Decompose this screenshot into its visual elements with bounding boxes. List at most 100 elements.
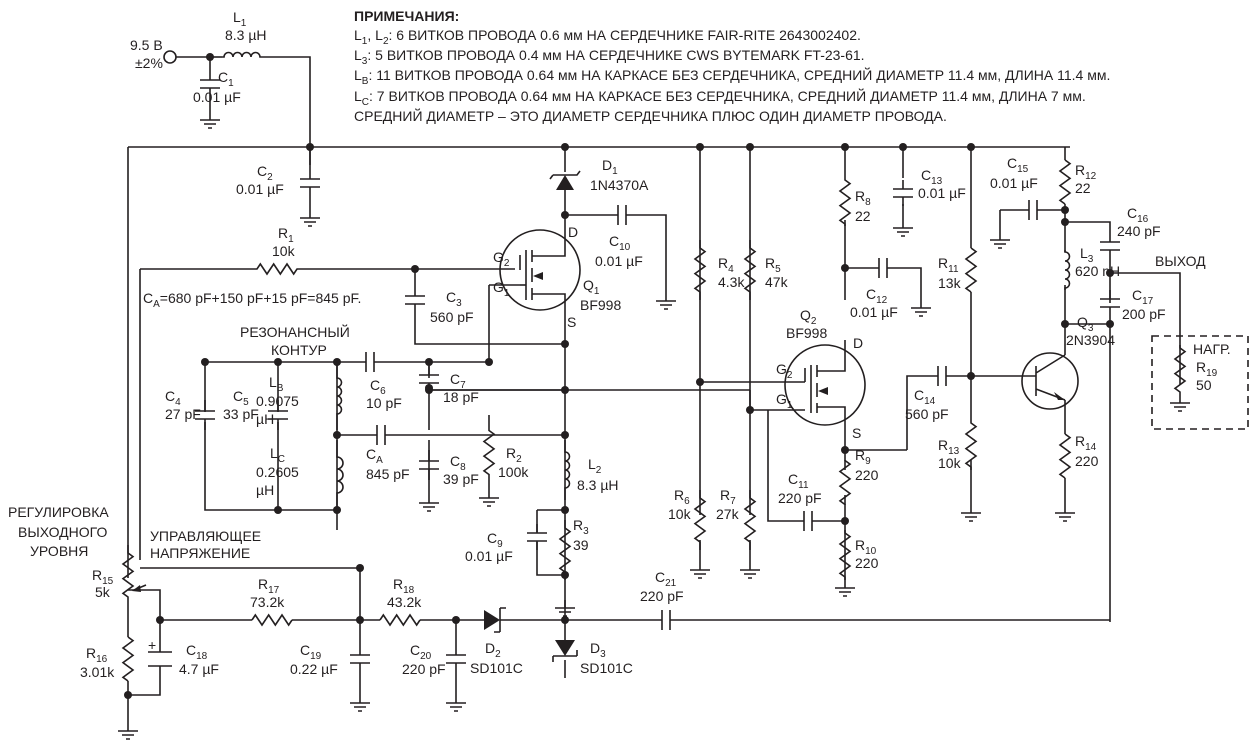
junction-dot bbox=[967, 372, 975, 380]
label-c13: C13 bbox=[921, 167, 943, 187]
junction-dot bbox=[841, 264, 849, 272]
value-c5: 33 pF bbox=[223, 406, 259, 422]
label-l1: L1 bbox=[233, 9, 247, 29]
junction-dot bbox=[561, 386, 569, 394]
capacitor-symbol bbox=[195, 400, 215, 430]
wire bbox=[128, 666, 161, 696]
label-r19: R19 bbox=[1196, 359, 1218, 379]
q1-pin-s: S bbox=[567, 314, 576, 330]
junction-dot bbox=[411, 265, 419, 273]
c18-plates bbox=[148, 651, 172, 667]
wire bbox=[536, 542, 565, 576]
junction-dot bbox=[1061, 206, 1069, 214]
resonant-label-1: РЕЗОНАНСНЫЙ bbox=[240, 323, 350, 340]
label-r7: R7 bbox=[720, 487, 736, 507]
label-r11: R11 bbox=[938, 255, 959, 275]
capacitor-symbol bbox=[300, 170, 320, 196]
junction-dot bbox=[425, 384, 433, 392]
capacitor-symbol bbox=[368, 425, 394, 445]
junction-dot bbox=[696, 143, 704, 151]
resonant-label-2: КОНТУР bbox=[271, 342, 327, 358]
inductor-symbol bbox=[1064, 250, 1071, 290]
value-c13: 0.01 µF bbox=[918, 185, 966, 201]
label-r10: R10 bbox=[855, 537, 877, 557]
value-c18: 4.7 µF bbox=[179, 661, 219, 677]
value-c12: 0.01 µF bbox=[850, 304, 898, 320]
note-line-4: LC: 7 ВИТКОВ ПРОВОДА 0.64 мм НА КАРКАСЕ … bbox=[354, 87, 1086, 108]
value-r11: 13k bbox=[938, 275, 962, 291]
ground-symbol bbox=[961, 505, 981, 522]
value-r6: 10k bbox=[668, 506, 692, 522]
q1-pin-d: D bbox=[568, 224, 578, 240]
value-c16: 240 pF bbox=[1117, 223, 1161, 239]
capacitor-symbol bbox=[350, 652, 370, 666]
label-r3: R3 bbox=[573, 517, 589, 537]
value-lc: 0.2605 bbox=[256, 464, 299, 480]
value-c17: 200 pF bbox=[1122, 306, 1166, 322]
value-c9: 0.01 µF bbox=[465, 548, 513, 564]
supply-terminal bbox=[163, 50, 177, 64]
q1-pin-g2: G2 bbox=[493, 249, 510, 269]
junction-dot bbox=[1061, 320, 1069, 328]
value-d1: 1N4370A bbox=[590, 177, 649, 193]
control-label-2: НАПРЯЖЕНИЕ bbox=[150, 545, 250, 561]
ground-symbol bbox=[690, 562, 710, 579]
capacitor-symbol bbox=[268, 400, 288, 430]
label-l3: L3 bbox=[1080, 245, 1094, 265]
value-q3: 2N3904 bbox=[1066, 332, 1115, 348]
label-c12: C12 bbox=[866, 286, 888, 306]
ground-symbol bbox=[446, 695, 466, 712]
capacitor-symbol bbox=[893, 180, 913, 206]
value-c1: 0.01 µF bbox=[193, 89, 241, 105]
inductor-symbol bbox=[564, 440, 571, 500]
junction-dot bbox=[274, 358, 282, 366]
q2-pin-d: D bbox=[853, 335, 863, 351]
resistor-symbol bbox=[743, 240, 757, 300]
junction-dot bbox=[274, 506, 282, 514]
ground-symbol bbox=[118, 723, 138, 740]
value-c10: 0.01 µF bbox=[595, 253, 643, 269]
wire bbox=[414, 306, 565, 345]
label-r2: R2 bbox=[506, 445, 522, 465]
value-r9: 220 bbox=[855, 467, 879, 483]
value-l3: 620 nH bbox=[1075, 263, 1120, 279]
label-r14: R14 bbox=[1075, 433, 1097, 453]
value-c3: 560 pF bbox=[430, 309, 474, 325]
value-d2: SD101C bbox=[470, 660, 523, 676]
label-l2: L2 bbox=[588, 456, 602, 476]
value-r14: 220 bbox=[1075, 453, 1099, 469]
wire bbox=[1110, 272, 1181, 385]
label-r1: R1 bbox=[278, 225, 294, 245]
capacitor-symbol bbox=[1100, 233, 1120, 259]
label-c3: C3 bbox=[446, 289, 462, 309]
capacitor-symbol bbox=[795, 511, 821, 531]
wire bbox=[1065, 221, 1111, 233]
value-r19: 50 bbox=[1196, 377, 1212, 393]
resistor-symbol bbox=[693, 240, 707, 300]
value-r7: 27k bbox=[716, 506, 740, 522]
q2-pin-g1: G1 bbox=[776, 391, 793, 411]
wire bbox=[906, 375, 929, 450]
label-r12: R12 bbox=[1075, 162, 1097, 182]
note-line-2: L3: 5 ВИТКОВ ПРОВОДА 0.4 мм НА СЕРДЕЧНИК… bbox=[354, 47, 865, 67]
q1-pin-g1: G1 bbox=[493, 279, 510, 299]
value-ca: 845 pF bbox=[366, 466, 410, 482]
value-r12: 22 bbox=[1075, 180, 1091, 196]
notes-title: ПРИМЕЧАНИЯ: bbox=[354, 8, 459, 24]
q3-bjt bbox=[1030, 354, 1066, 401]
ground-symbol bbox=[1170, 395, 1190, 412]
junction-dots bbox=[124, 53, 1114, 699]
value-c15: 0.01 µF bbox=[990, 175, 1038, 191]
value-c14: 560 pF bbox=[905, 406, 949, 422]
value-r13: 10k bbox=[938, 455, 962, 471]
label-c16: C16 bbox=[1127, 205, 1149, 225]
junction-dot bbox=[746, 406, 754, 414]
resistor-symbol bbox=[558, 520, 572, 580]
q1-body bbox=[499, 229, 581, 311]
label-c1: C1 bbox=[218, 69, 234, 89]
label-c21: C21 bbox=[655, 569, 677, 589]
junction-dot bbox=[561, 211, 569, 219]
junction-dot bbox=[561, 143, 569, 151]
resistor-symbol bbox=[838, 530, 852, 580]
